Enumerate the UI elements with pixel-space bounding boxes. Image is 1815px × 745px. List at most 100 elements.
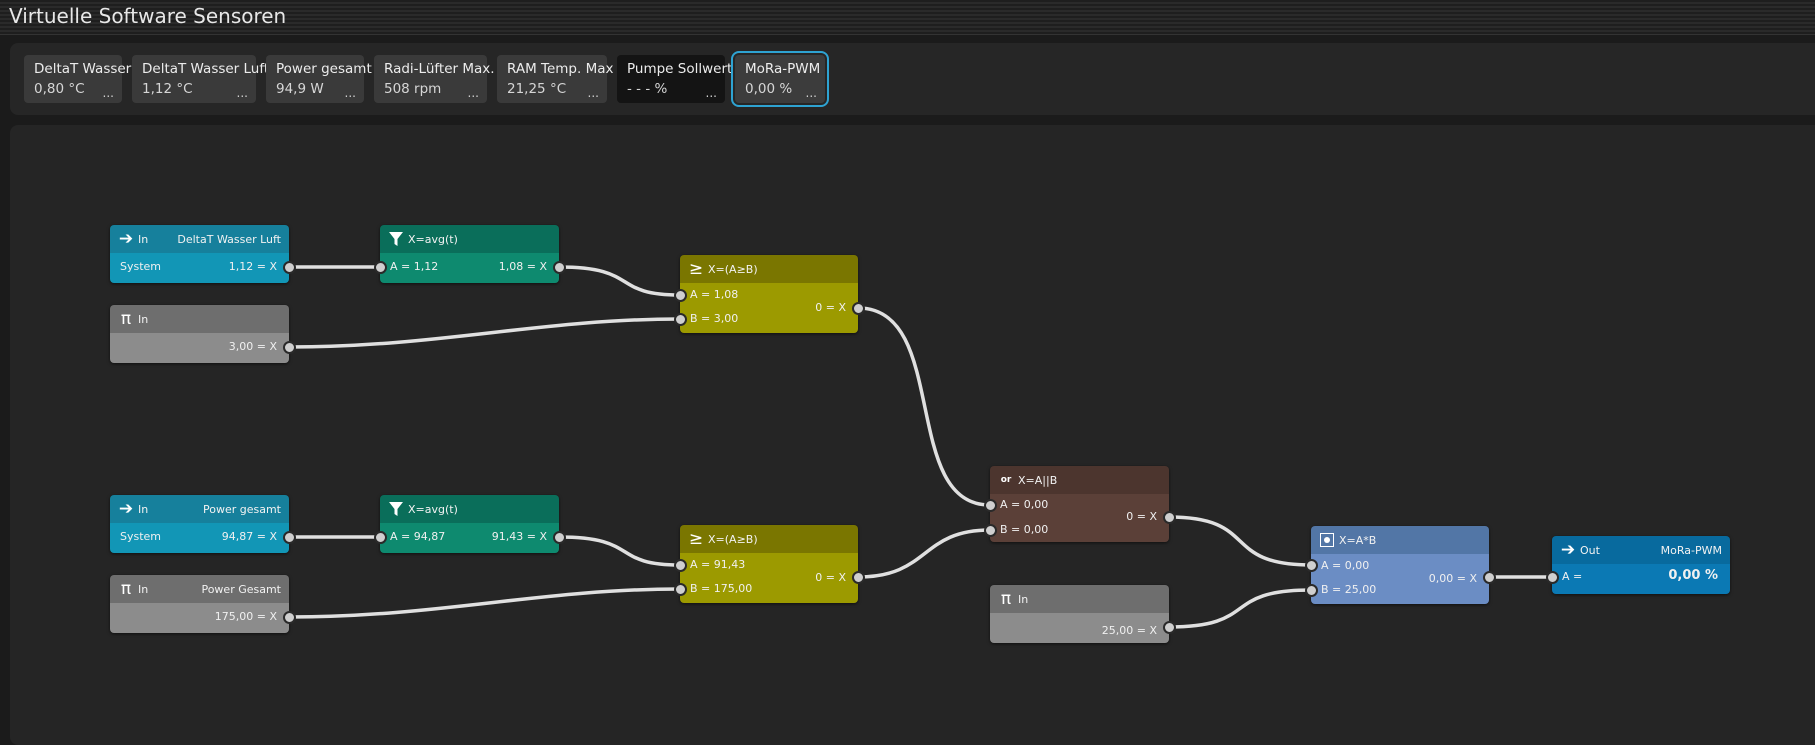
pi-icon: π: [120, 579, 132, 599]
input-port-b[interactable]: [984, 524, 997, 537]
input-arrow-icon: ➔: [118, 499, 134, 519]
node-sensor-name: MoRa-PWM: [1660, 544, 1722, 557]
node-header[interactable]: π In: [990, 585, 1169, 613]
output-port[interactable]: [1163, 621, 1176, 634]
input-b-label: B = 0,00: [1000, 523, 1049, 536]
node-header[interactable]: π In Power Gesamt: [110, 575, 289, 603]
sensor-tile-deltat-wasser[interactable]: DeltaT Wasser 0,80 °C ...: [24, 55, 131, 103]
output-port[interactable]: [283, 611, 296, 624]
sensor-tile-power-gesamt[interactable]: Power gesamt 94,9 W ...: [266, 55, 372, 103]
output-port[interactable]: [1163, 511, 1176, 524]
sensor-tile-mora-pwm[interactable]: MoRa-PWM 0,00 % ...: [731, 51, 829, 107]
input-port-a[interactable]: [374, 261, 387, 274]
or-node[interactable]: or X=A||B A = 0,00 B = 0,00 0 = X: [990, 466, 1169, 542]
output-port[interactable]: [852, 302, 865, 315]
output-port[interactable]: [553, 531, 566, 544]
node-header[interactable]: ≥ X=(A≥B): [680, 525, 858, 553]
output-port[interactable]: [1483, 571, 1496, 584]
input-node-power-gesamt[interactable]: ➔ In Power gesamt System 94,87 = X: [110, 495, 289, 553]
node-body: A = 1,08 B = 3,00 0 = X: [680, 283, 858, 333]
node-body: A = 0,00 B = 25,00 0,00 = X: [1311, 554, 1489, 604]
output-node-mora-pwm[interactable]: ➔ Out MoRa-PWM A = 0,00 %: [1552, 536, 1730, 594]
sensor-tile-radi-luefter-max[interactable]: Radi-Lüfter Max. 508 rpm ...: [374, 55, 495, 103]
funnel-icon: [386, 500, 406, 518]
funnel-icon: [386, 230, 406, 248]
sensor-value: 1,12 °C: [142, 81, 193, 97]
wire-const2-cmp2: [287, 587, 682, 619]
output-value: 0,00 %: [1668, 568, 1718, 583]
compare-node-1[interactable]: ≥ X=(A≥B) A = 1,08 B = 3,00 0 = X: [680, 255, 858, 333]
input-port-b[interactable]: [674, 583, 687, 596]
sensor-name: Pumpe Sollwert: [627, 61, 733, 77]
wire-const3-mul1: [1167, 588, 1313, 629]
more-button[interactable]: ...: [705, 86, 717, 100]
node-title: In: [138, 313, 149, 326]
node-header[interactable]: ➔ Out MoRa-PWM: [1552, 536, 1730, 564]
sensor-name: RAM Temp. Max: [507, 61, 614, 77]
constant-node-1[interactable]: π In 3,00 = X: [110, 305, 289, 363]
node-body: A = 91,43 B = 175,00 0 = X: [680, 553, 858, 603]
node-output-value: 0,00 = X: [1428, 572, 1477, 585]
input-port-a[interactable]: [1546, 571, 1559, 584]
sensor-name: DeltaT Wasser: [34, 61, 132, 77]
sensor-name: MoRa-PWM: [745, 61, 821, 77]
window-title: Virtuelle Software Sensoren: [9, 4, 287, 28]
output-port[interactable]: [553, 261, 566, 274]
input-port-a[interactable]: [674, 289, 687, 302]
input-port-b[interactable]: [674, 313, 687, 326]
constant-node-power-gesamt[interactable]: π In Power Gesamt 175,00 = X: [110, 575, 289, 633]
sensor-tile-deltat-wasser-luft[interactable]: DeltaT Wasser Luft 1,12 °C ...: [132, 55, 269, 103]
node-title: X=A*B: [1339, 534, 1377, 547]
compare-node-2[interactable]: ≥ X=(A≥B) A = 91,43 B = 175,00 0 = X: [680, 525, 858, 603]
more-button[interactable]: ...: [344, 86, 356, 100]
input-port-a[interactable]: [984, 499, 997, 512]
constant-node-3[interactable]: π In 25,00 = X: [990, 585, 1169, 643]
more-button[interactable]: ...: [587, 86, 599, 100]
output-port[interactable]: [283, 341, 296, 354]
output-port[interactable]: [283, 261, 296, 274]
greater-equal-icon: ≥: [688, 259, 704, 279]
node-header[interactable]: π In: [110, 305, 289, 333]
input-a-label: A = 94,87: [390, 530, 446, 543]
node-header[interactable]: ➔ In DeltaT Wasser Luft: [110, 225, 289, 253]
node-header[interactable]: ➔ In Power gesamt: [110, 495, 289, 523]
node-header[interactable]: X=avg(t): [380, 495, 559, 523]
input-port-a[interactable]: [1305, 559, 1318, 572]
node-body: A = 0,00 B = 0,00 0 = X: [990, 494, 1169, 542]
input-port-a[interactable]: [674, 559, 687, 572]
node-title: X=(A≥B): [708, 263, 758, 276]
node-header[interactable]: X=A*B: [1311, 526, 1489, 554]
input-b-label: B = 25,00: [1321, 583, 1377, 596]
node-header[interactable]: X=avg(t): [380, 225, 559, 253]
node-output-value: 1,08 = X: [498, 260, 547, 273]
node-title: In: [138, 583, 149, 596]
wire-avg1-cmp1: [557, 265, 682, 297]
output-port[interactable]: [283, 531, 296, 544]
more-button[interactable]: ...: [102, 86, 114, 100]
average-node-1[interactable]: X=avg(t) A = 1,12 1,08 = X: [380, 225, 559, 283]
node-header[interactable]: ≥ X=(A≥B): [680, 255, 858, 283]
sensor-tile-ram-temp-max[interactable]: RAM Temp. Max 21,25 °C ...: [497, 55, 613, 103]
input-node-deltat-wasser-luft[interactable]: ➔ In DeltaT Wasser Luft System 1,12 = X: [110, 225, 289, 283]
input-arrow-icon: ➔: [118, 229, 134, 249]
node-source: System: [120, 530, 162, 543]
sensor-value: 94,9 W: [276, 81, 324, 97]
more-button[interactable]: ...: [805, 86, 817, 100]
node-editor-canvas[interactable]: [10, 125, 1815, 745]
sensor-tile-pumpe-sollwert[interactable]: Pumpe Sollwert - - - % ...: [617, 55, 732, 103]
multiply-node[interactable]: X=A*B A = 0,00 B = 25,00 0,00 = X: [1311, 526, 1489, 604]
node-header[interactable]: or X=A||B: [990, 466, 1169, 494]
output-port[interactable]: [852, 571, 865, 584]
node-output-value: 0 = X: [815, 571, 846, 584]
node-title: In: [138, 233, 149, 246]
node-body: System 94,87 = X: [110, 523, 289, 553]
node-body: A = 1,12 1,08 = X: [380, 253, 559, 283]
more-button[interactable]: ...: [236, 86, 248, 100]
average-node-2[interactable]: X=avg(t) A = 94,87 91,43 = X: [380, 495, 559, 553]
greater-equal-icon: ≥: [688, 529, 704, 549]
sensor-name: DeltaT Wasser Luft: [142, 61, 270, 77]
input-port-b[interactable]: [1305, 584, 1318, 597]
input-port-a[interactable]: [374, 531, 387, 544]
more-button[interactable]: ...: [467, 86, 479, 100]
